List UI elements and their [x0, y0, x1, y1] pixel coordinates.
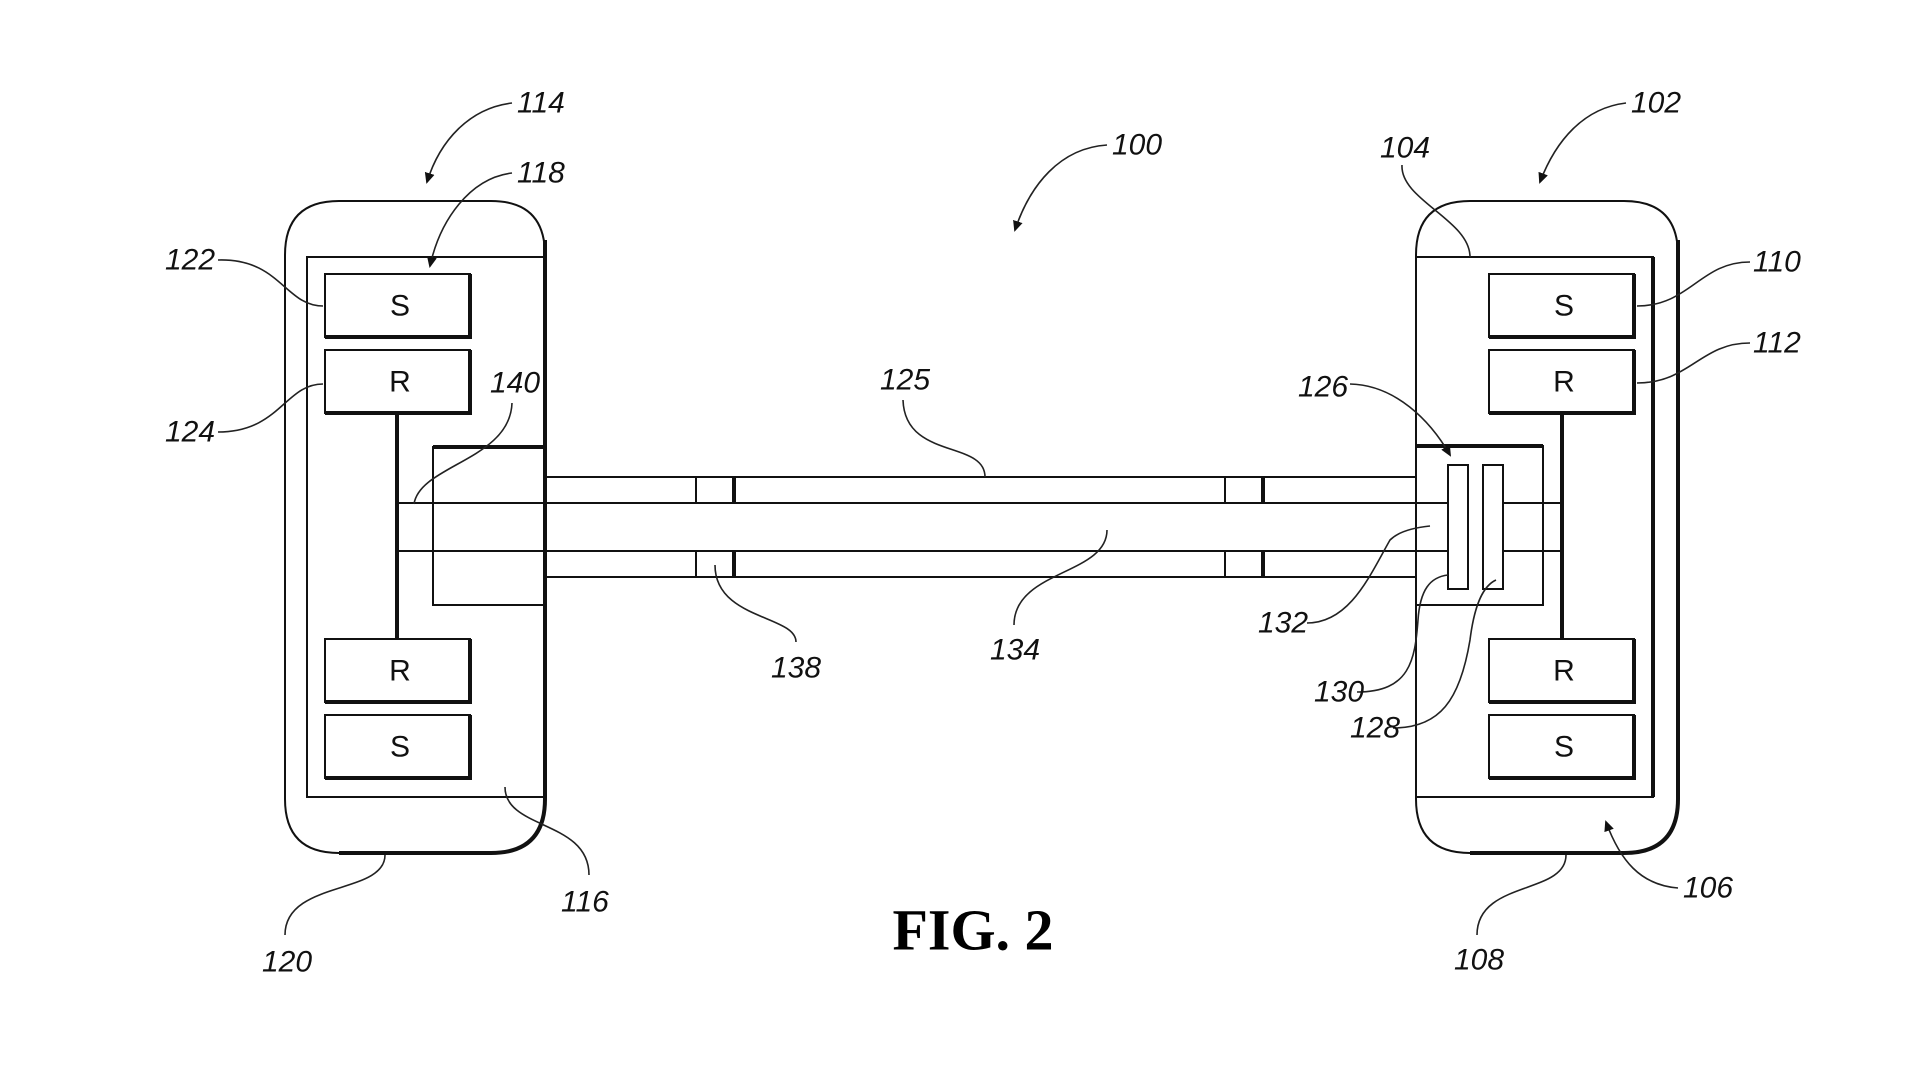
leader-114	[424, 102, 513, 184]
right-tire-shadow	[1470, 240, 1680, 855]
ref-125: 125	[880, 364, 930, 397]
clutch-housing	[1416, 445, 1544, 606]
bearing-left	[695, 477, 736, 577]
reference-numerals: 100 102 104 106 108 110 112 114 116 118 …	[165, 87, 1801, 979]
ref-120: 120	[262, 946, 312, 979]
leader-102	[1538, 102, 1627, 184]
leader-134	[1013, 529, 1108, 626]
ref-110: 110	[1753, 246, 1801, 279]
leader-118	[427, 172, 513, 268]
leader-108	[1476, 854, 1567, 936]
clutch-plate-130	[1447, 464, 1469, 590]
left-stator-bottom: S	[324, 714, 472, 780]
ref-126: 126	[1298, 371, 1348, 404]
axle	[397, 476, 1562, 578]
leader-140	[413, 402, 513, 505]
leader-lines	[217, 102, 1751, 936]
box-label: R	[389, 655, 411, 688]
ref-118: 118	[517, 157, 565, 190]
leader-125	[902, 399, 986, 478]
ref-130: 130	[1314, 676, 1364, 709]
ref-114: 114	[517, 87, 565, 120]
ref-124: 124	[165, 416, 215, 449]
box-label: R	[1553, 366, 1575, 399]
leader-104	[1401, 164, 1471, 258]
right-stator-bottom: S	[1488, 714, 1636, 780]
left-stator-top: S	[324, 273, 472, 339]
leader-112	[1636, 342, 1751, 384]
ref-128: 128	[1350, 712, 1400, 745]
ref-106: 106	[1683, 872, 1733, 905]
ref-116: 116	[561, 886, 609, 919]
right-stator-top: S	[1488, 273, 1636, 339]
ref-102: 102	[1631, 87, 1681, 120]
ref-112: 112	[1753, 327, 1801, 360]
left-tire-shadow	[339, 240, 547, 855]
leader-128	[1392, 579, 1497, 729]
right-rotor-bottom: R	[1488, 638, 1636, 704]
leader-124	[217, 383, 324, 433]
leader-132	[1306, 525, 1431, 624]
box-label: S	[390, 731, 410, 764]
box-label: S	[1554, 290, 1574, 323]
ref-140: 140	[490, 367, 540, 400]
leader-106	[1604, 820, 1679, 889]
ref-134: 134	[990, 634, 1040, 667]
figure-caption: FIG. 2	[892, 898, 1053, 963]
right-rotor-top: R	[1488, 349, 1636, 415]
ref-138: 138	[771, 652, 821, 685]
ref-104: 104	[1380, 132, 1430, 165]
leader-138	[714, 564, 797, 643]
ref-100: 100	[1112, 129, 1162, 162]
left-rim	[306, 256, 545, 798]
clutch-plate-128	[1482, 464, 1504, 590]
box-label: S	[1554, 731, 1574, 764]
leader-122	[217, 259, 324, 307]
leader-126	[1349, 383, 1451, 457]
left-wheel-assembly: S R R S	[284, 200, 547, 855]
leader-120	[284, 854, 386, 936]
bearing-right	[1224, 477, 1265, 577]
ref-108: 108	[1454, 944, 1504, 977]
box-label: R	[389, 366, 411, 399]
leader-116	[504, 786, 590, 876]
left-rotor-top: R	[324, 349, 472, 415]
left-rotor-bottom: R	[324, 638, 472, 704]
ref-132: 132	[1258, 607, 1308, 640]
right-wheel-assembly: S R R S	[1415, 200, 1680, 855]
leader-130	[1356, 574, 1449, 693]
left-bracket	[432, 446, 544, 606]
box-label: R	[1553, 655, 1575, 688]
leader-110	[1636, 261, 1751, 307]
box-label: S	[390, 290, 410, 323]
leader-100	[1013, 144, 1108, 232]
ref-122: 122	[165, 244, 215, 277]
